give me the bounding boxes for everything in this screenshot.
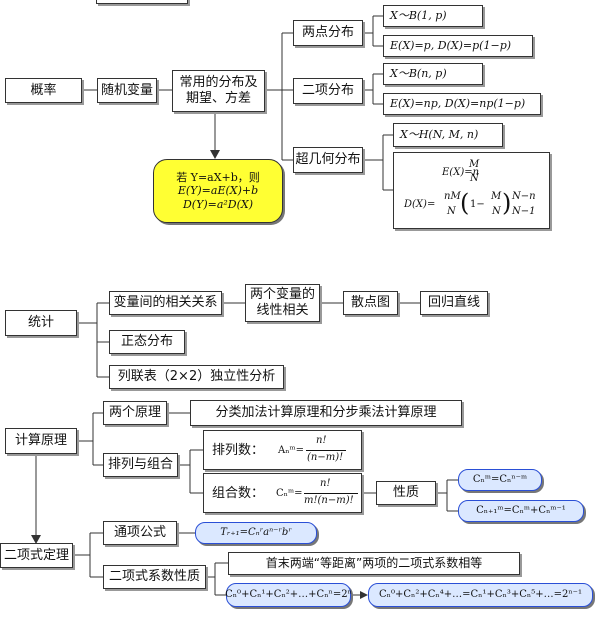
hyper-variance-paren-close: ) (502, 189, 512, 217)
permutation-combination-node: 排列与组合 (103, 453, 178, 477)
hyper-variance-denominator-3: N−1 (512, 206, 536, 217)
hyper-variance-lhs: D(X)= (404, 199, 436, 210)
two-point-expectation-variance: E(X)=p, D(X)=p(1−p) (383, 35, 533, 57)
two-variable-linear-label: 两个变量的线性相关 (249, 287, 315, 318)
combination-denominator: m!(n−m)! (304, 495, 354, 506)
hyper-variance-numerator-3: N−n (512, 191, 536, 202)
binomial-distribution-node: 二项分布 (293, 78, 363, 104)
combination-number-box: 组合数： Cₙᵐ= n! m!(n−m)! (203, 473, 362, 513)
hyper-expectation-numerator: M (469, 159, 480, 170)
linear-transform-line-2: E(Y)=aE(X)+b (177, 184, 259, 198)
property-node: 性质 (376, 481, 436, 505)
general-term-formula: Tᵣ₊₁=Cₙʳaⁿ⁻ʳbʳ (195, 522, 317, 544)
hyper-variance-numerator-2: M (491, 191, 502, 202)
binomial-expectation-variance: E(X)=np, D(X)=np(1−p) (383, 93, 541, 115)
hypergeometric-distribution-node: 超几何分布 (293, 147, 363, 173)
hypergeometric-definition: X～H(N, M, n) (393, 123, 503, 147)
normal-distribution-node: 正态分布 (109, 330, 185, 354)
binomial-definition: X～B(n, p) (383, 63, 483, 85)
permutation-denominator: (n−m)! (307, 452, 344, 463)
two-point-distribution-node: 两点分布 (293, 20, 363, 46)
linear-transform-box: 若 Y=aX+b，则 E(Y)=aE(X)+b D(Y)=a²D(X) (153, 159, 283, 223)
permutation-number-label: 排列数： (212, 443, 265, 458)
hyper-variance-numerator-1: nM (444, 191, 461, 202)
random-variable-node: 随机变量 (97, 78, 157, 103)
binomial-theorem-node: 二项式定理 (0, 543, 73, 568)
linear-transform-line-1: 若 Y=aX+b，则 (176, 171, 260, 185)
regression-line-node: 回归直线 (420, 291, 488, 315)
hyper-variance-one-minus: 1− (470, 199, 485, 210)
combination-property-2: Cₙ₊₁ᵐ=Cₙᵐ+Cₙᵐ⁻¹ (458, 500, 584, 522)
top-cropped-box (96, 0, 188, 4)
permutation-fraction-bar (306, 450, 346, 451)
combination-symbol: Cₙᵐ= (276, 488, 303, 499)
counting-principle-node: 计算原理 (5, 428, 77, 454)
principles-description: 分类加法计算原理和分步乘法计算原理 (190, 400, 462, 426)
hyper-variance-denominator-2: N (492, 206, 501, 217)
probability-node: 概率 (5, 78, 82, 103)
common-distribution-label: 常用的分布及期望、方差 (179, 75, 258, 106)
permutation-numerator: n! (316, 435, 327, 446)
linear-transform-line-3: D(Y)=a²D(X) (182, 197, 254, 211)
combination-fraction-bar (304, 493, 358, 494)
scatter-plot-node: 散点图 (343, 291, 398, 315)
permutation-number-box: 排列数： Aₙᵐ= n! (n−m)! (203, 430, 362, 470)
coefficient-sum-formula: Cₙ⁰+Cₙ¹+Cₙ²+…+Cₙⁿ=2ⁿ (225, 583, 352, 607)
variable-correlation-node: 变量间的相关关系 (109, 291, 222, 315)
symmetric-coefficient-description: 首末两端“等距离”两项的二项式系数相等 (228, 552, 520, 575)
statistics-node: 统计 (5, 310, 77, 336)
two-principles-node: 两个原理 (103, 401, 167, 425)
contingency-table-node: 列联表（2×2）独立性分析 (109, 365, 284, 389)
permutation-symbol: Aₙᵐ= (278, 445, 305, 456)
odd-even-sum-formula: Cₙ⁰+Cₙ²+Cₙ⁴+…=Cₙ¹+Cₙ³+Cₙ⁵+…=2ⁿ⁻¹ (368, 583, 593, 607)
hyper-variance-paren: ( (460, 189, 470, 217)
combination-numerator: n! (320, 478, 331, 489)
hyper-expectation-lhs: E(X)=n (442, 167, 480, 178)
common-distribution-node: 常用的分布及期望、方差 (172, 70, 265, 112)
combination-property-1: Cₙᵐ=Cₙⁿ⁻ᵐ (458, 469, 542, 491)
general-term-node: 通项公式 (103, 521, 177, 545)
combination-number-label: 组合数： (212, 486, 265, 501)
hyper-variance-denominator-1: N (447, 206, 456, 217)
hyper-expectation-denominator: N (470, 173, 479, 184)
hypergeometric-formulas-box: E(X)=n M N D(X)= nM N ( 1− M N ) N−n N−1 (393, 152, 550, 229)
binomial-coefficient-node: 二项式系数性质 (103, 565, 206, 589)
two-point-definition: X～B(1, p) (383, 5, 483, 27)
two-variable-linear-node: 两个变量的线性相关 (245, 284, 320, 322)
